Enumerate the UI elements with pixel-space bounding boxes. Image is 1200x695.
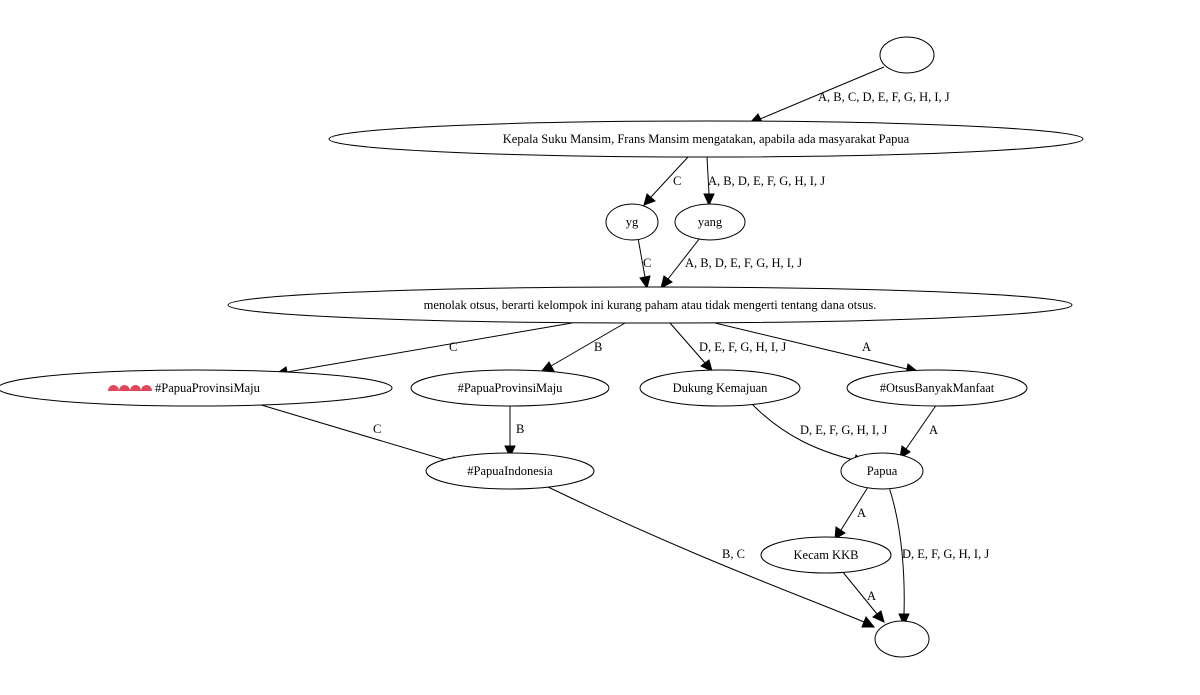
edge-papua-to-end: D, E, F, G, H, I, J [888, 486, 989, 627]
edge-label: D, E, F, G, H, I, J [699, 340, 786, 354]
node-label: #PapuaProvinsiMaju [155, 381, 261, 395]
node-end [874, 620, 930, 658]
edge-label: B [516, 422, 524, 436]
edge-ppm-to-papuaindonesia: B [504, 404, 524, 459]
node-yang: yang [674, 203, 746, 241]
edge-label: A, B, C, D, E, F, G, H, I, J [818, 90, 950, 104]
emoji-icons [108, 385, 152, 391]
node-menolak: menolak otsus, berarti kelompok ini kura… [227, 286, 1073, 324]
edge-yang-to-menolak: A, B, D, E, F, G, H, I, J [660, 237, 802, 289]
node-label: menolak otsus, berarti kelompok ini kura… [424, 298, 877, 312]
edge-ppm-emoji-to-papuaindonesia: C [257, 403, 465, 468]
edge-label: C [643, 256, 651, 270]
node-label: Papua [867, 464, 898, 478]
node-kepala: Kepala Suku Mansim, Frans Mansim mengata… [328, 120, 1084, 158]
node-start [879, 36, 935, 74]
node-papuaindonesia: #PapuaIndonesia [425, 452, 595, 490]
node-label: Dukung Kemajuan [673, 381, 769, 395]
node-label: yang [698, 215, 723, 229]
edge-label: A, B, D, E, F, G, H, I, J [685, 256, 802, 270]
edge-label: D, E, F, G, H, I, J [800, 423, 887, 437]
node-otsusbanyakmanfaat: #OtsusBanyakManfaat [846, 369, 1028, 407]
node-label: #OtsusBanyakManfaat [880, 381, 995, 395]
edge-menolak-to-dukung: D, E, F, G, H, I, J [669, 322, 786, 372]
edge-kepala-to-yang: A, B, D, E, F, G, H, I, J [703, 156, 825, 207]
edge-kecam-to-end: A [841, 570, 885, 623]
node-label: yg [626, 215, 639, 229]
edge-label: B, C [722, 547, 745, 561]
edge-label: A [857, 506, 866, 520]
edge-menolak-to-ppm: B [539, 322, 626, 373]
edge-yg-to-menolak: C [637, 237, 651, 290]
node-label: Kecam KKB [794, 548, 859, 562]
node-label: #PapuaProvinsiMaju [458, 381, 564, 395]
edge-papuaindonesia-to-end: B, C [547, 486, 876, 628]
edge-papua-to-kecam: A [834, 486, 869, 540]
node-dukung-kemajuan: Dukung Kemajuan [639, 369, 801, 407]
node-yg: yg [605, 203, 659, 241]
emoji-icon [119, 385, 130, 391]
edge-kepala-to-yg: C [643, 156, 689, 206]
emoji-icon [108, 385, 119, 391]
node-label: #PapuaIndonesia [467, 464, 553, 478]
node-kecam-kkb: Kecam KKB [760, 536, 892, 574]
edge-label: B [594, 340, 602, 354]
emoji-icon [141, 385, 152, 391]
edge-menolak-to-ppm-emoji: C [274, 322, 573, 378]
node-label: Kepala Suku Mansim, Frans Mansim mengata… [503, 132, 910, 146]
edge-label: D, E, F, G, H, I, J [902, 547, 989, 561]
edge-label: C [673, 174, 681, 188]
emoji-icon [130, 385, 141, 391]
node-papuaprovinsimaju: #PapuaProvinsiMaju [410, 369, 610, 407]
edge-label: A [929, 423, 938, 437]
edge-label: A, B, D, E, F, G, H, I, J [708, 174, 825, 188]
edge-label: A [867, 589, 876, 603]
edge-label: C [373, 422, 381, 436]
edge-label: C [449, 340, 457, 354]
edge-start-to-kepala: A, B, C, D, E, F, G, H, I, J [748, 66, 950, 125]
node-papua: Papua [840, 452, 924, 490]
edge-otsus-to-papua: A [899, 403, 938, 459]
node-papuaprovinsimaju-emoji: #PapuaProvinsiMaju [0, 369, 393, 407]
edge-label: A [862, 340, 871, 354]
